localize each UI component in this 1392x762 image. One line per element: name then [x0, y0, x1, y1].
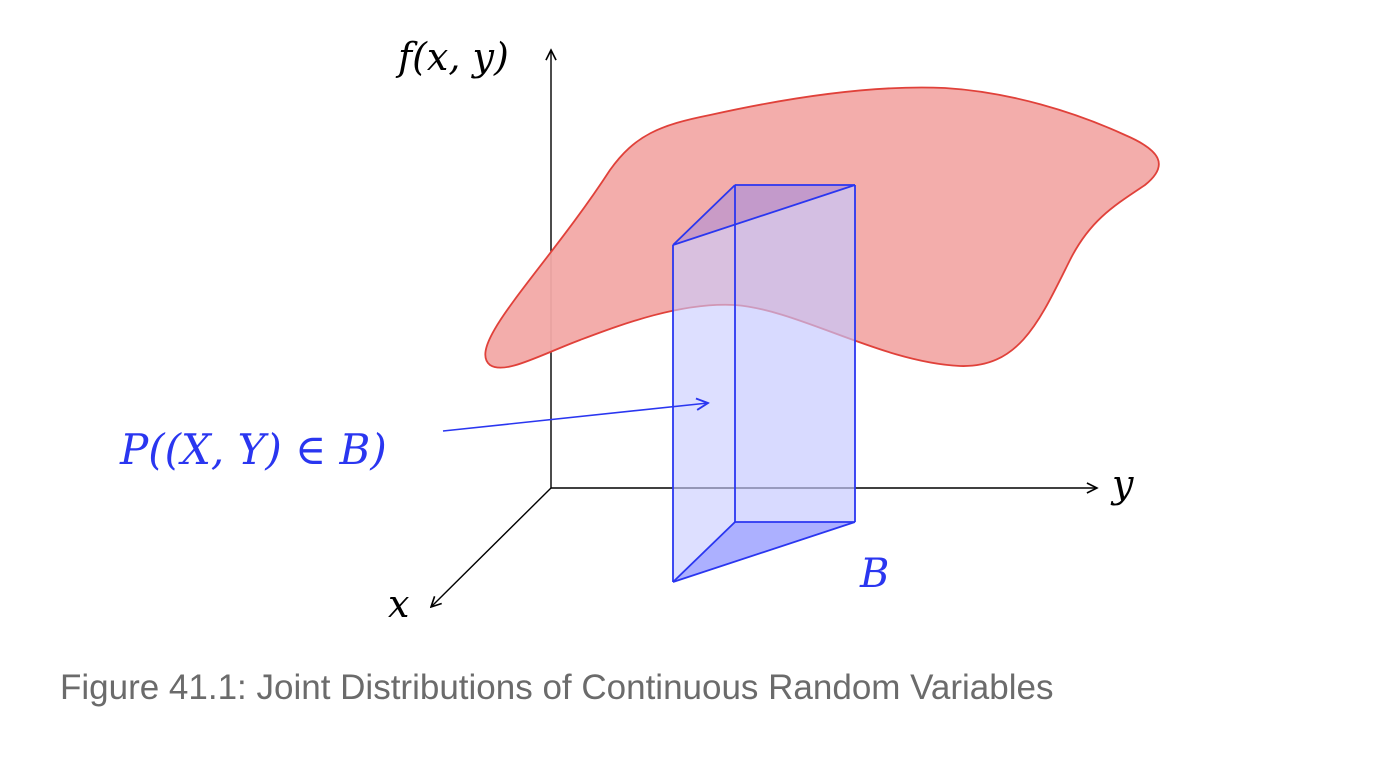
prism-edges: [672, 184, 856, 583]
y-axis-label: y: [1110, 462, 1134, 506]
x-axis-label: x: [388, 582, 409, 626]
probability-prism: [672, 184, 856, 583]
x-axis: [431, 487, 552, 607]
probability-label: P((X, Y) ∈ B): [119, 425, 387, 474]
prism-front-wall: [673, 185, 855, 582]
figure-caption: Figure 41.1: Joint Distributions of Cont…: [60, 668, 1054, 707]
region-b-label: B: [859, 551, 889, 597]
vertical-axis-label: f(x, y): [395, 35, 509, 79]
probability-pointer-arrow: [442, 403, 708, 432]
